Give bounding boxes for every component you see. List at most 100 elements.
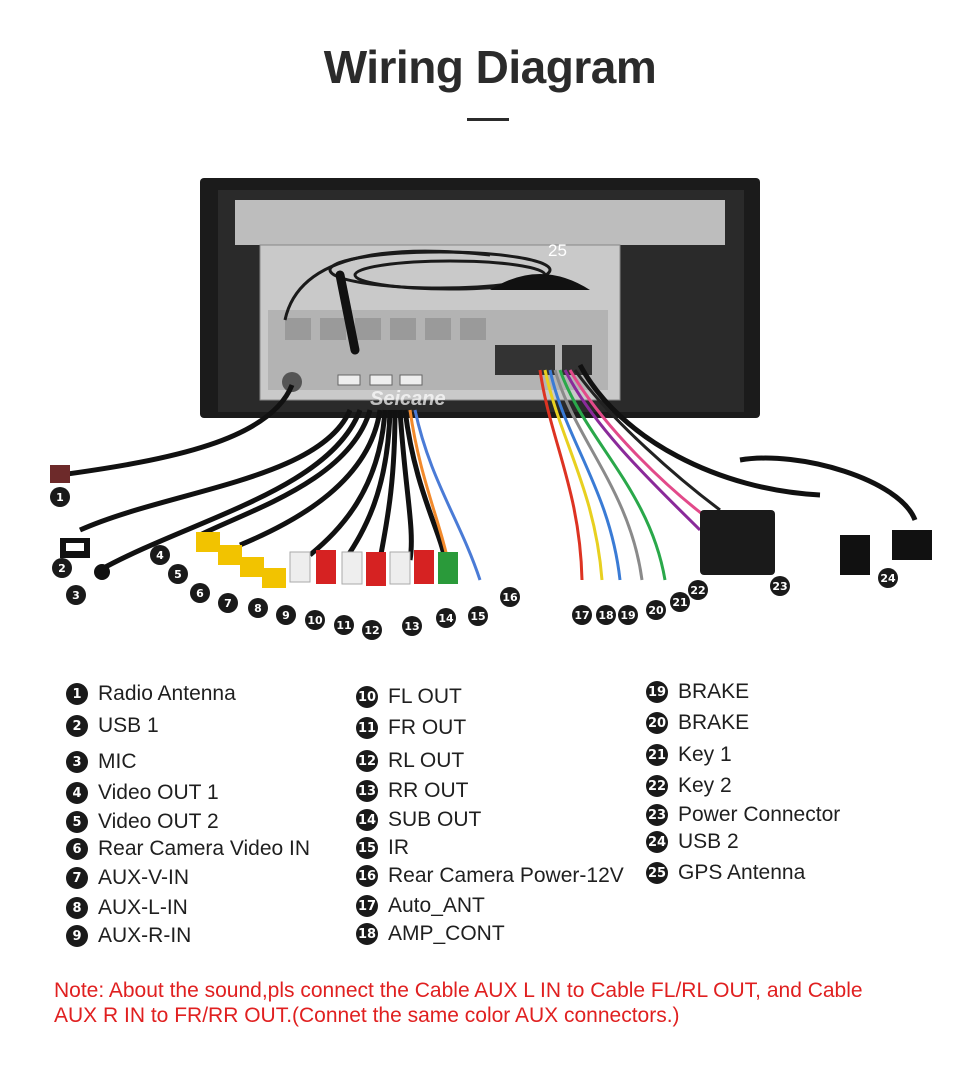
mic-plug (94, 564, 110, 580)
callout-17: 17 (574, 609, 589, 622)
callout-1: 1 (56, 491, 64, 504)
callout-23: 23 (772, 580, 787, 593)
legend-item: 23 Power Connector (646, 803, 840, 827)
note-line-1: Note: About the sound,pls connect the Ca… (54, 979, 863, 1002)
right-harness (538, 369, 721, 581)
callout-16: 16 (502, 591, 518, 604)
legend-number: 24 (646, 831, 668, 853)
usb2-cable (577, 363, 918, 522)
legend-item: 14 SUB OUT (356, 808, 481, 832)
legend-number: 4 (66, 782, 88, 804)
legend-item: 4 Video OUT 1 (66, 781, 219, 805)
legend-number: 21 (646, 744, 668, 766)
legend-number: 11 (356, 717, 378, 739)
legend-item: 10 FL OUT (356, 685, 462, 709)
legend-label: SUB OUT (388, 808, 482, 831)
legend-item: 13 RR OUT (356, 779, 469, 803)
legend-item: 12 RL OUT (356, 749, 464, 773)
legend-number: 19 (646, 681, 668, 703)
legend-label: AUX-L-IN (98, 896, 188, 919)
legend-label: USB 2 (678, 830, 739, 853)
legend-item: 16 Rear Camera Power-12V (356, 864, 624, 888)
legend-number: 15 (356, 837, 378, 859)
legend-number: 12 (356, 750, 378, 772)
note-line-2: AUX R IN to FR/RR OUT.(Connet the same c… (54, 1004, 680, 1027)
legend-label: Rear Camera Video IN (98, 837, 311, 860)
legend-number: 25 (646, 862, 668, 884)
callout-5: 5 (174, 568, 182, 581)
callout-15: 15 (470, 610, 485, 623)
callout-4: 4 (156, 549, 164, 562)
legend-number: 6 (66, 838, 88, 860)
callout-22: 22 (690, 584, 705, 597)
legend-label: Rear Camera Power-12V (388, 864, 624, 887)
radio-antenna-plug (50, 465, 70, 483)
callout-markers: 1 2 3 4 5 6 7 8 9 10 11 12 13 14 15 16 1… (50, 487, 898, 640)
legend-item: 25 GPS Antenna (646, 861, 805, 885)
usb2-plug-b (892, 530, 932, 560)
legend-label: Key 1 (678, 743, 732, 766)
sound-note: Note: About the sound,pls connect the Ca… (54, 978, 934, 1028)
legend-number: 7 (66, 867, 88, 889)
legend-label: BRAKE (678, 711, 750, 734)
callout-14: 14 (438, 612, 454, 625)
legend-label: USB 1 (98, 714, 159, 737)
legend-label: FR OUT (388, 716, 467, 739)
legend-label: AMP_CONT (388, 922, 505, 945)
legend-label: IR (388, 836, 409, 859)
legend-number: 17 (356, 895, 378, 917)
legend-number: 10 (356, 686, 378, 708)
callout-9: 9 (282, 609, 290, 622)
rca-connectors (196, 532, 458, 588)
legend-label: Auto_ANT (388, 894, 485, 917)
callout-18: 18 (598, 609, 613, 622)
legend-number: 16 (356, 865, 378, 887)
callout-8: 8 (254, 602, 262, 615)
legend-number: 13 (356, 780, 378, 802)
legend-label: AUX-R-IN (98, 924, 192, 947)
legend-label: GPS Antenna (678, 861, 806, 884)
legend-label: Video OUT 1 (98, 781, 219, 804)
legend-label: FL OUT (388, 685, 462, 708)
legend-item: 9 AUX-R-IN (66, 924, 191, 948)
callout-12: 12 (364, 624, 379, 637)
wifi-antenna (335, 270, 360, 355)
page-title: Wiring Diagram (323, 41, 657, 93)
legend-number: 22 (646, 775, 668, 797)
legend-label: RL OUT (388, 749, 465, 772)
callout-24: 24 (880, 572, 896, 585)
legend-item: 11 FR OUT (356, 716, 466, 740)
usb2-plug-a (840, 535, 870, 575)
legend-label: RR OUT (388, 779, 469, 802)
callout-19: 19 (620, 609, 635, 622)
legend-number: 1 (66, 683, 88, 705)
callout-2: 2 (58, 562, 66, 575)
legend-label: Key 2 (678, 774, 732, 797)
legend-item: 24 USB 2 (646, 830, 739, 854)
legend-label: Video OUT 2 (98, 810, 219, 833)
callout-13: 13 (404, 620, 419, 633)
brand-watermark: Seicane (370, 388, 446, 410)
gps-number-label: 25 (548, 241, 567, 260)
wiring-photo: 25 Seicane (50, 178, 932, 640)
legend-number: 23 (646, 804, 668, 826)
legend-number: 5 (66, 811, 88, 833)
gps-antenna: 25 (490, 241, 590, 290)
legend-number: 9 (66, 925, 88, 947)
callout-21: 21 (672, 596, 687, 609)
callout-11: 11 (336, 619, 351, 632)
legend-number: 14 (356, 809, 378, 831)
legend-item: 15 IR (356, 836, 409, 860)
callout-20: 20 (648, 604, 664, 617)
legend-label: Power Connector (678, 803, 841, 826)
left-harness (59, 384, 448, 573)
legend-label: MIC (98, 750, 137, 773)
